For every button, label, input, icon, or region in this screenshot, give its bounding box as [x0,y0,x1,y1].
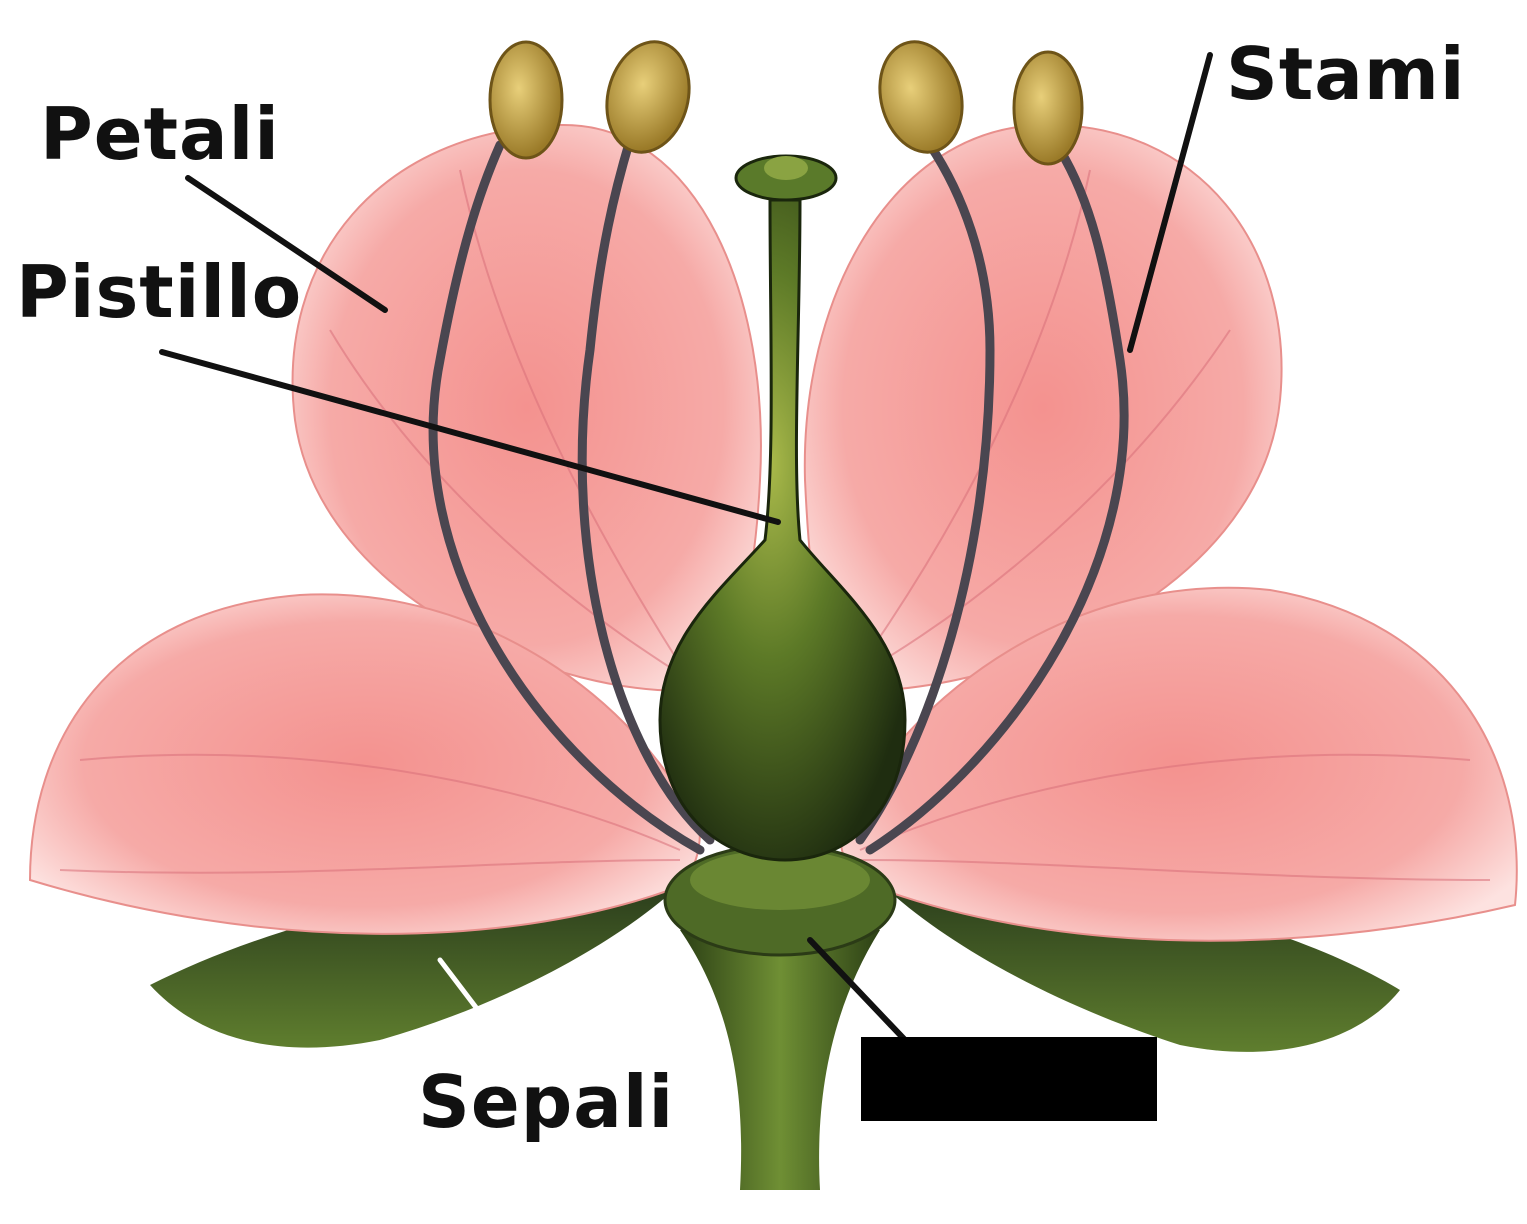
label-petali: Petali [40,98,280,170]
label-stami: Stami [1226,38,1466,110]
redaction-box [861,1037,1157,1121]
label-sepali: Sepali [418,1066,674,1138]
receptacle [665,845,895,1190]
label-pistillo: Pistillo [16,256,302,328]
